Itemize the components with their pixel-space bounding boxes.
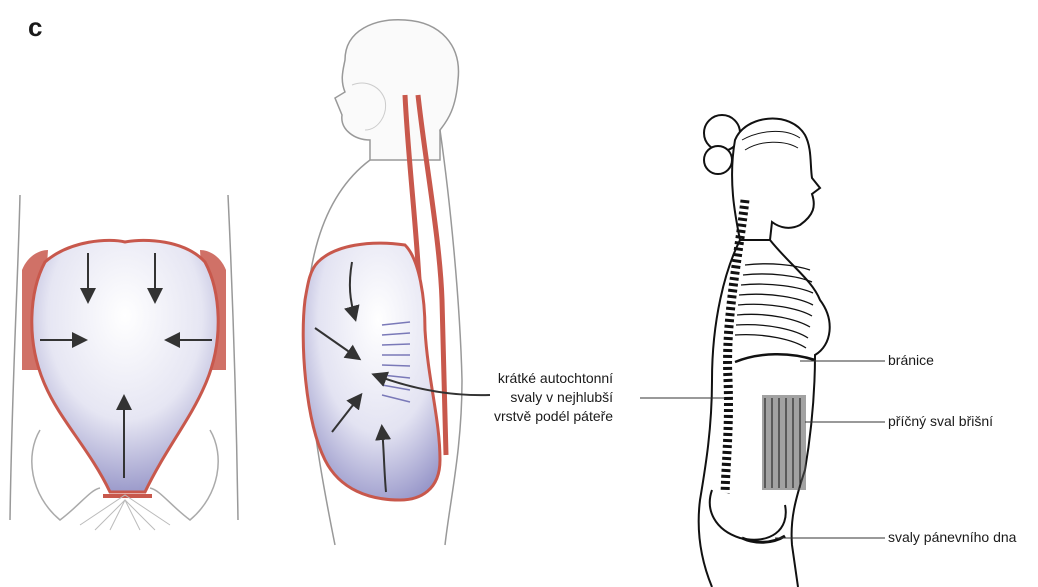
front-body-outline-left: [10, 195, 20, 520]
woman-spine: [725, 200, 745, 500]
label-deep-back-muscles-line-1: krátké autochtonní: [494, 369, 613, 388]
front-view-figure: [10, 195, 238, 530]
side-abdominal-cavity: [303, 243, 440, 500]
label-diaphragm: bránice: [888, 351, 934, 370]
label-transverse-abdominis: příčný sval břišní: [888, 412, 993, 431]
label-deep-back-muscles: krátké autochtonní svaly v nejhlubší vrs…: [494, 369, 613, 426]
woman-transverse-muscle: [762, 395, 806, 490]
woman-head: [732, 119, 820, 240]
label-deep-back-muscles-line-2: svaly v nejhlubší: [494, 388, 613, 407]
woman-pelvis: [710, 490, 786, 540]
side-view-figure: [303, 20, 490, 545]
woman-ribs: [735, 264, 813, 348]
woman-profile-figure: [640, 115, 885, 587]
front-pelvis-lines: [80, 495, 170, 530]
label-deep-back-muscles-line-3: vrstvě podél páteře: [494, 407, 613, 426]
front-body-outline-right: [228, 195, 238, 520]
label-pelvic-floor: svaly pánevního dna: [888, 528, 1016, 547]
side-head-outline: [335, 20, 458, 160]
hair-bun-lower: [704, 146, 732, 174]
